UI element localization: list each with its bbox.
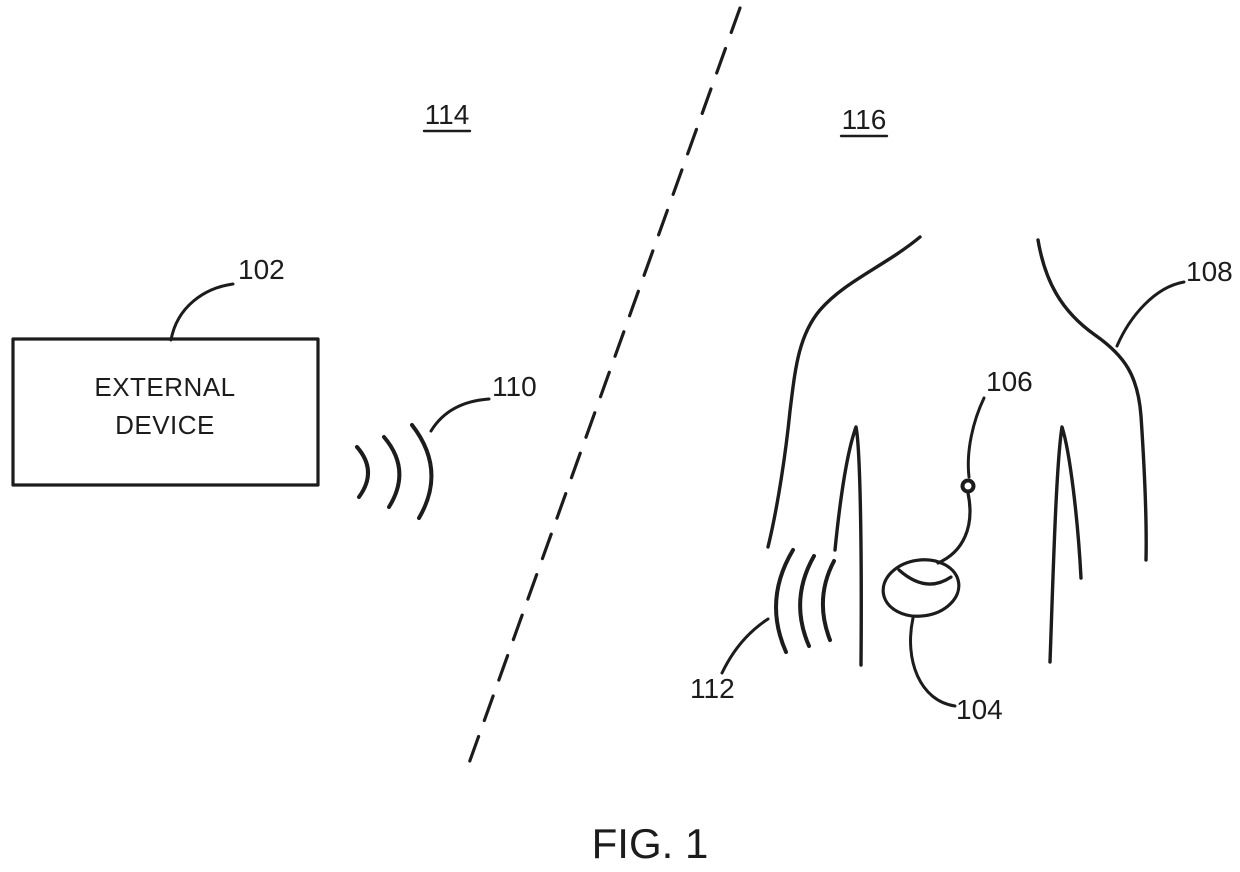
- external-device-label-line2: DEVICE: [115, 410, 215, 440]
- lead-electrode-dot: [960, 478, 976, 494]
- external-device-label-line1: EXTERNAL: [94, 372, 235, 402]
- leader-line-108: [1115, 280, 1186, 348]
- wave-arc-small: [355, 445, 370, 499]
- wave-arc-large: [410, 423, 434, 520]
- region-label-116: 116: [842, 104, 887, 135]
- ref-label-110: 110: [492, 371, 537, 402]
- implant-can-outline: [881, 558, 961, 618]
- telemetry-waves-112: [774, 548, 836, 654]
- wave-arc-medium: [798, 554, 816, 648]
- body-outline-left-shoulder: [766, 235, 922, 549]
- wave-arc-large: [774, 548, 795, 654]
- body-outline-right-shoulder: [1036, 238, 1148, 562]
- wave-arc-small: [820, 559, 836, 642]
- line-art-group: [11, 6, 1186, 768]
- leader-line-112: [720, 617, 770, 675]
- wave-arc-medium: [382, 435, 402, 509]
- ref-label-102: 102: [238, 254, 285, 285]
- telemetry-waves-110: [355, 423, 434, 520]
- leader-line-106: [966, 396, 986, 479]
- implant-lead-wire: [936, 491, 972, 565]
- external-device-box: [11, 337, 320, 487]
- leader-line-102: [169, 282, 235, 342]
- ref-label-106: 106: [986, 366, 1033, 397]
- region-separator-dashed-line: [466, 6, 742, 768]
- ref-label-104: 104: [956, 694, 1003, 725]
- implant-header-arc: [897, 568, 953, 586]
- ref-label-112: 112: [690, 673, 735, 704]
- leader-line-110: [429, 397, 491, 433]
- body-inner-line-right: [1048, 425, 1083, 664]
- figure-caption: FIG. 1: [592, 820, 709, 867]
- body-inner-line-left: [833, 425, 863, 667]
- implant-device-shape: [881, 558, 961, 618]
- region-label-114: 114: [425, 99, 470, 130]
- ref-label-108: 108: [1186, 256, 1233, 287]
- leader-line-104: [909, 616, 957, 708]
